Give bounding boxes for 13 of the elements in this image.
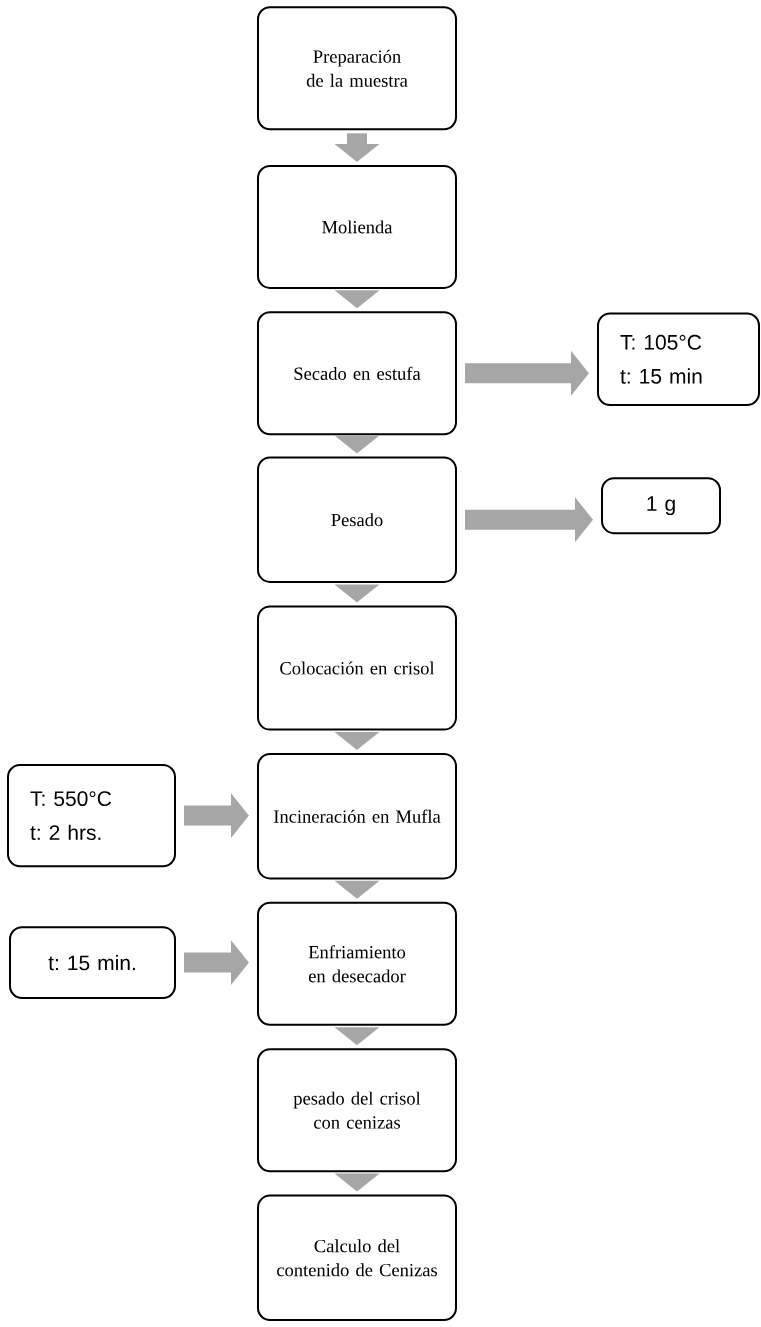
process-box: Enfriamiento en desecador (257, 901, 457, 1026)
process-box: Pesado (257, 456, 457, 583)
process-box: Calculo del contenido de Cenizas (257, 1194, 457, 1321)
process-box: Molienda (257, 164, 457, 289)
process-box: Colocación en crisol (257, 605, 457, 731)
note-box: t: 15 min. (9, 926, 176, 999)
process-box: pesado del crisol con cenizas (257, 1048, 457, 1173)
process-box: Incineración en Mufla (257, 753, 457, 880)
note-box: T: 550°C t: 2 hrs. (7, 763, 176, 868)
process-box: Preparación de la muestra (257, 6, 457, 131)
process-box: Secado en estufa (257, 311, 457, 436)
note-box: T: 105°C t: 15 min (597, 312, 760, 407)
note-box: 1 g (601, 477, 721, 535)
